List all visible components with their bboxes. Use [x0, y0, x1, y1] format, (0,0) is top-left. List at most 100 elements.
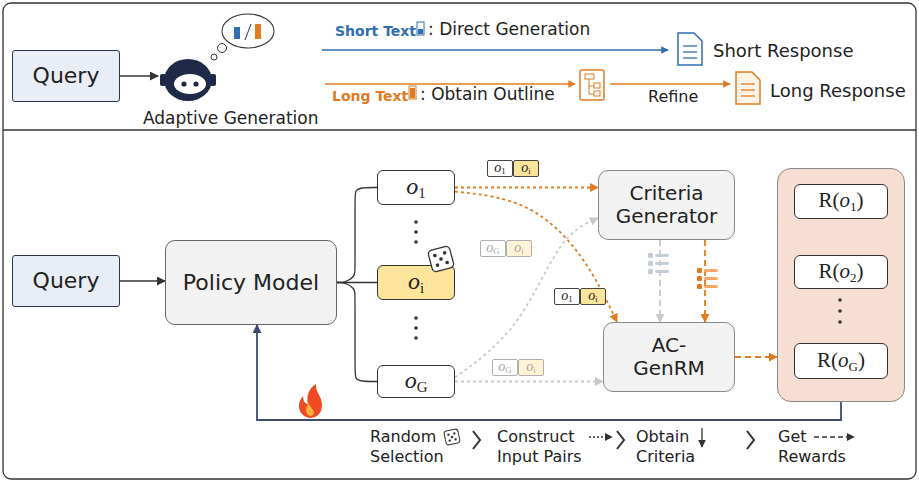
math-part: o [514, 240, 521, 255]
frame [3, 3, 916, 479]
math-part: R( [818, 259, 839, 283]
annotation-text: Long Text [332, 88, 408, 104]
node-label: oi [526, 359, 535, 375]
model-box: Policy Model [165, 240, 337, 325]
module-box: AC- GenRM [603, 322, 735, 392]
ellipsis-dot [838, 320, 842, 324]
node-label: oG [486, 240, 499, 256]
math-part: i [420, 280, 424, 296]
math-part: ) [857, 188, 864, 212]
connector [257, 325, 841, 420]
legend-down-arrow [701, 428, 702, 447]
math-part: i [528, 167, 530, 177]
ellipsis-dot [414, 336, 418, 340]
connector [455, 187, 598, 189]
pair-chip: oG [492, 359, 518, 376]
dice-body [428, 246, 455, 273]
document-icon [736, 72, 760, 104]
ellipsis-dot [414, 316, 418, 320]
criteria-bar [655, 254, 669, 257]
connector [659, 240, 661, 322]
refine-arrow [610, 83, 730, 85]
dice-pip [451, 436, 454, 439]
dice-pip [442, 251, 446, 255]
document-line [683, 57, 697, 58]
pair-chip: oi [580, 288, 606, 305]
criteria-box [697, 284, 702, 289]
legend-text: Random Selection [370, 427, 444, 466]
math-part: o [405, 367, 417, 393]
node-label: oi [521, 160, 530, 176]
math-part: ) [857, 259, 864, 283]
output-box: oG [377, 365, 455, 398]
reward-box: R(o2) [794, 255, 888, 289]
ellipsis-dot [414, 220, 418, 224]
reward-box: R(oG) [794, 343, 888, 379]
ellipsis-dot [838, 309, 842, 313]
math-part: 1 [568, 295, 572, 305]
math-part: o [521, 160, 528, 175]
math-part: G [417, 379, 428, 395]
chevron [747, 431, 754, 449]
math-part: R( [818, 188, 839, 212]
annotation-text: Refine [648, 87, 698, 106]
node-label: oG [498, 359, 511, 375]
legend-entry: Get Rewards [778, 427, 858, 467]
math-part: G [849, 358, 858, 373]
slash-glyph [245, 24, 251, 40]
pair-chip: oi [518, 359, 544, 376]
math-part: i [533, 366, 535, 376]
thought-cloud [222, 14, 274, 48]
math-part: o [526, 359, 533, 374]
input-box: Query [12, 255, 120, 307]
criteria-box [697, 268, 702, 273]
dice-pip [445, 260, 449, 264]
legend-entry: Construct Input Pairs [497, 427, 602, 467]
math-part: ) [858, 348, 865, 372]
node-label: R(o2) [818, 259, 863, 286]
annotation-text: : Obtain Outline [420, 84, 555, 104]
ellipsis-dot [838, 298, 842, 302]
node-label: o1 [561, 288, 572, 304]
dice-pip [453, 432, 456, 435]
legend-dashed-arrow [814, 436, 854, 437]
math-part: o [408, 268, 420, 294]
math-part: 1 [850, 199, 857, 214]
long-bar-fill [410, 88, 415, 98]
ellipsis-dot [414, 240, 418, 244]
ellipsis-dot [414, 230, 418, 234]
chevron [617, 431, 624, 449]
legend-text: Get Rewards [778, 427, 846, 466]
math-part: G [505, 366, 511, 376]
criteria-box [697, 276, 702, 281]
annotation-text: Long Response [770, 80, 906, 101]
annotation-text: : Direct Generation [428, 19, 590, 39]
long-glyph [255, 24, 261, 39]
annotation-text: Adaptive Generation [143, 108, 318, 128]
criteria-bar [655, 270, 669, 273]
input-box: Query [12, 50, 120, 102]
math-part: o [498, 359, 505, 374]
math-part: o [494, 160, 501, 175]
robot-ear [160, 74, 166, 86]
pair-chip: oi [513, 160, 539, 177]
legend-dotted-arrow [589, 436, 612, 437]
document-line [741, 89, 755, 90]
math-part: 1 [418, 185, 425, 201]
robot-face [174, 74, 206, 94]
node-label: o1 [406, 173, 425, 202]
legend-dice [444, 429, 461, 446]
pair-chip: o1 [487, 160, 513, 177]
node-label: Query [33, 63, 100, 88]
output-box: o1 [377, 170, 455, 205]
node-label: Query [33, 268, 100, 293]
document-line [741, 83, 755, 84]
outline-part [594, 83, 600, 88]
legend-text: Obtain Criteria [636, 427, 695, 466]
short-glyph [234, 27, 240, 39]
criteria-icon [648, 253, 669, 274]
node-label: R(o1) [818, 188, 863, 215]
math-part: o [838, 348, 849, 372]
robot-head [164, 59, 212, 101]
node-label: oi [408, 268, 424, 297]
